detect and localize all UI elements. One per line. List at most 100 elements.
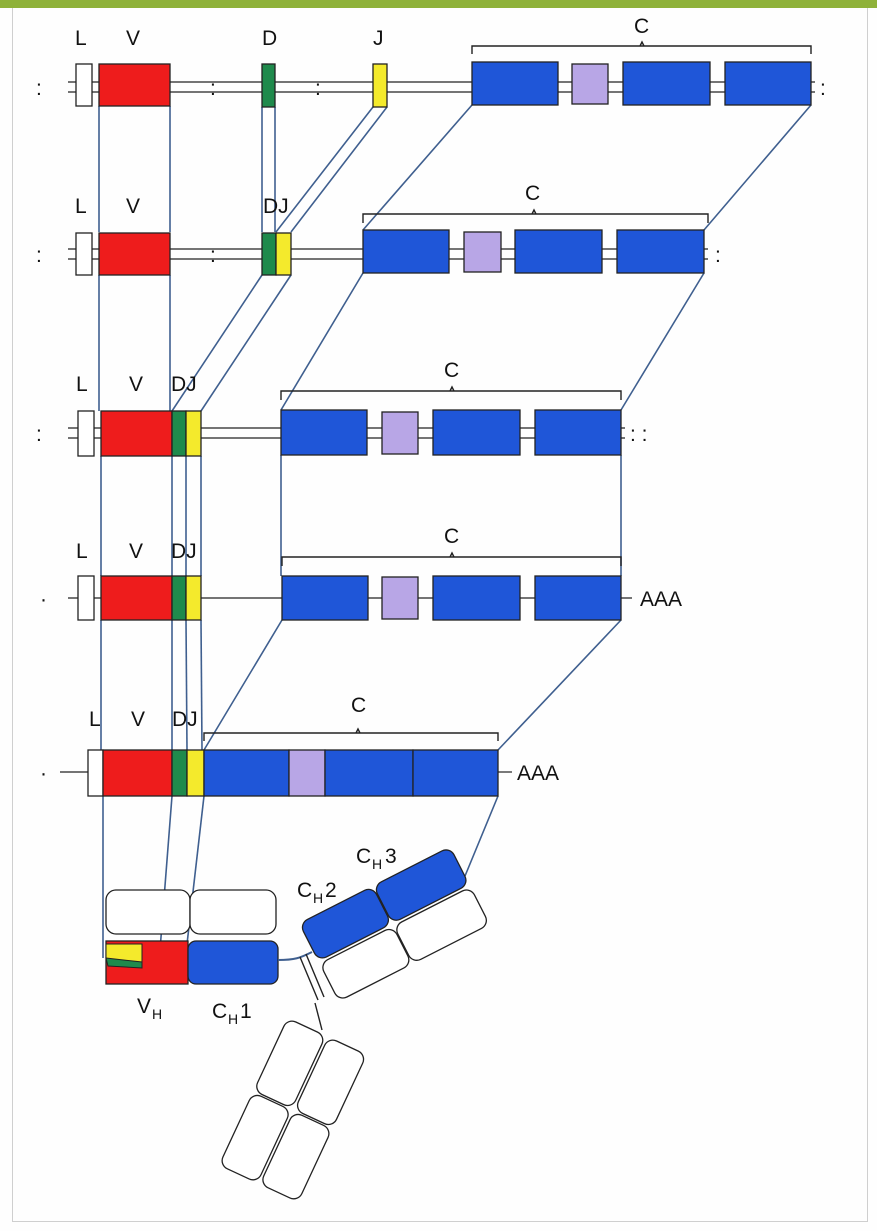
label-ch2-sub: H bbox=[313, 890, 323, 906]
svg-text::: : bbox=[36, 244, 42, 267]
c-exon-1 bbox=[281, 575, 369, 621]
partner-vh-domain bbox=[221, 1094, 289, 1181]
d-segment bbox=[171, 749, 188, 797]
d-segment bbox=[171, 410, 187, 457]
c-bracket bbox=[362, 208, 709, 223]
svg-text::: : bbox=[315, 77, 321, 100]
connector-c-right-1 bbox=[703, 104, 812, 231]
c-exon-3 bbox=[616, 229, 705, 274]
j-segment bbox=[185, 575, 202, 621]
c-exon-1 bbox=[280, 409, 368, 456]
connector-j-left-1 bbox=[275, 106, 374, 233]
connector-ch3-right bbox=[464, 795, 499, 877]
label-l: L bbox=[75, 195, 87, 218]
light-chain-variable bbox=[105, 889, 191, 935]
connector-dj-right-2 bbox=[200, 274, 292, 412]
hinge-exon bbox=[571, 63, 609, 105]
antibody-protein: V H C H 1 C H 2 C H 3 bbox=[105, 845, 487, 1200]
label-l: L bbox=[76, 373, 88, 396]
label-v: V bbox=[126, 27, 140, 50]
c-exon-1 bbox=[203, 749, 290, 797]
label-d: D bbox=[262, 27, 277, 50]
j-segment bbox=[186, 749, 205, 797]
hinge-link bbox=[277, 951, 313, 961]
partner-light-variable bbox=[262, 1113, 330, 1200]
label-dj: DJ bbox=[172, 708, 198, 731]
label-c: C bbox=[444, 525, 459, 548]
label-dj: DJ bbox=[171, 540, 197, 563]
c-exon-3 bbox=[412, 749, 499, 797]
partner-ch3-domain bbox=[396, 889, 487, 961]
partner-light-constant bbox=[296, 1039, 365, 1126]
row-dj-joined-dna: : : : L V DJ C bbox=[36, 182, 721, 276]
svg-text::: : bbox=[210, 244, 216, 267]
d-segment bbox=[171, 575, 187, 621]
row-germline-dna: : : : : L V D J C bbox=[36, 15, 826, 108]
j-segment bbox=[275, 232, 292, 276]
c-exon-1 bbox=[362, 229, 450, 274]
hinge-exon bbox=[381, 411, 419, 455]
label-vh: V bbox=[137, 995, 151, 1018]
label-l: L bbox=[76, 540, 88, 563]
label-ch1-num: 1 bbox=[240, 1000, 252, 1023]
j-segment bbox=[372, 63, 388, 108]
label-ch3-num: 3 bbox=[385, 845, 397, 868]
c-exon-3 bbox=[534, 575, 622, 621]
label-v: V bbox=[131, 708, 145, 731]
connector-c-left-2 bbox=[280, 272, 364, 411]
label-dj: DJ bbox=[263, 195, 289, 218]
v-segment bbox=[102, 749, 173, 797]
connector-c-left-4 bbox=[203, 619, 283, 751]
row-mature-mrna: · L V DJ C AAA bbox=[40, 694, 559, 797]
label-ch1-sub: H bbox=[228, 1011, 238, 1027]
figure-frame bbox=[12, 8, 868, 1222]
connector-d-4 bbox=[185, 619, 188, 751]
row-vdj-joined-dna: : : : L V DJ C bbox=[36, 359, 648, 457]
label-poly-a: AAA bbox=[640, 588, 682, 611]
label-ch2-num: 2 bbox=[325, 879, 337, 902]
j-segment bbox=[185, 410, 202, 457]
connector-c-left-1 bbox=[362, 104, 473, 231]
label-l: L bbox=[75, 27, 87, 50]
d-segment bbox=[261, 232, 277, 276]
leader-exon bbox=[75, 63, 93, 107]
label-v: V bbox=[129, 373, 143, 396]
label-vh-sub: H bbox=[152, 1006, 162, 1022]
hinge-exon bbox=[463, 231, 502, 273]
c-bracket bbox=[203, 727, 499, 741]
vh-d-region bbox=[105, 957, 143, 969]
svg-text:: :: : : bbox=[630, 423, 648, 446]
c-bracket bbox=[281, 551, 622, 566]
hinge-exon bbox=[381, 576, 419, 620]
hinge-exon bbox=[288, 749, 326, 797]
top-accent-bar bbox=[0, 0, 877, 8]
row-primary-transcript: · L V DJ C AAA bbox=[40, 525, 682, 621]
c-bracket bbox=[471, 40, 812, 54]
leader-exon bbox=[75, 232, 93, 276]
light-chain-constant bbox=[189, 889, 277, 935]
label-c: C bbox=[351, 694, 366, 717]
partner-ch1-domain bbox=[256, 1020, 324, 1107]
label-j: J bbox=[373, 27, 384, 50]
connector-c-right-2 bbox=[620, 272, 705, 411]
connector-c-right-4 bbox=[497, 619, 622, 751]
svg-text::: : bbox=[820, 77, 826, 100]
c-exon-2 bbox=[432, 409, 521, 456]
label-ch3-sub: H bbox=[372, 856, 382, 872]
d-segment bbox=[261, 63, 276, 108]
connector-j-right-1 bbox=[290, 106, 388, 233]
label-ch1: C bbox=[212, 1000, 227, 1023]
svg-text:·: · bbox=[40, 762, 47, 785]
c-exon-2 bbox=[324, 749, 414, 797]
connector-j-4 bbox=[200, 619, 203, 751]
label-c: C bbox=[525, 182, 540, 205]
ch3-domain bbox=[375, 849, 467, 921]
v-segment bbox=[100, 410, 173, 457]
disulfide-bridge bbox=[299, 953, 325, 1001]
v-segment bbox=[100, 575, 173, 621]
label-v: V bbox=[126, 195, 140, 218]
c-exon-2 bbox=[432, 575, 521, 621]
svg-text::: : bbox=[715, 244, 721, 267]
label-poly-a: AAA bbox=[517, 762, 559, 785]
